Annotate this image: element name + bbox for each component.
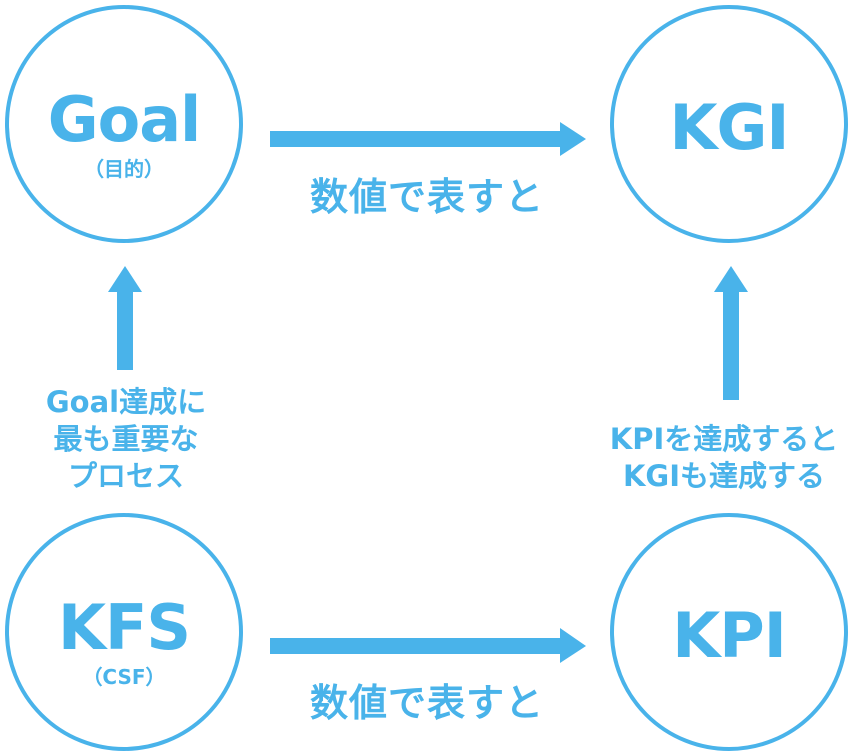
edge-label-kpi-to-kgi: KPIを達成すると KGIも達成する — [586, 421, 862, 495]
node-kfs: KFS （CSF） — [5, 513, 243, 751]
edge-label-kfs-to-goal-line: Goal達成に — [45, 385, 207, 419]
edge-label-kpi-to-kgi-line: KGIも達成する — [622, 459, 826, 493]
node-kgi-title: KGI — [669, 91, 789, 164]
node-goal-subtitle: （目的） — [84, 157, 164, 181]
edge-label-kfs-to-goal: Goal達成に 最も重要な プロセス — [0, 384, 252, 495]
edge-label-kfs-to-kpi: 数値で表すと — [309, 681, 544, 725]
node-kpi: KPI — [610, 513, 848, 751]
node-kpi-title: KPI — [672, 599, 787, 672]
edge-label-kfs-to-goal-line: 最も重要な — [53, 422, 199, 456]
node-kfs-subtitle: （CSF） — [82, 665, 166, 689]
node-goal-title: Goal — [47, 83, 202, 156]
edge-label-kfs-to-goal-line: プロセス — [67, 459, 184, 493]
arrow-kfs-to-kpi — [270, 628, 586, 663]
node-goal: Goal （目的） — [5, 5, 243, 243]
arrow-kfs-to-goal — [108, 266, 142, 370]
arrow-goal-to-kgi — [270, 122, 586, 156]
node-kgi: KGI — [610, 5, 848, 243]
arrow-kpi-to-kgi — [714, 266, 748, 400]
edge-label-goal-to-kgi: 数値で表すと — [309, 175, 544, 219]
node-kfs-title: KFS — [57, 591, 191, 664]
edge-label-kpi-to-kgi-line: KPIを達成すると — [609, 422, 839, 456]
